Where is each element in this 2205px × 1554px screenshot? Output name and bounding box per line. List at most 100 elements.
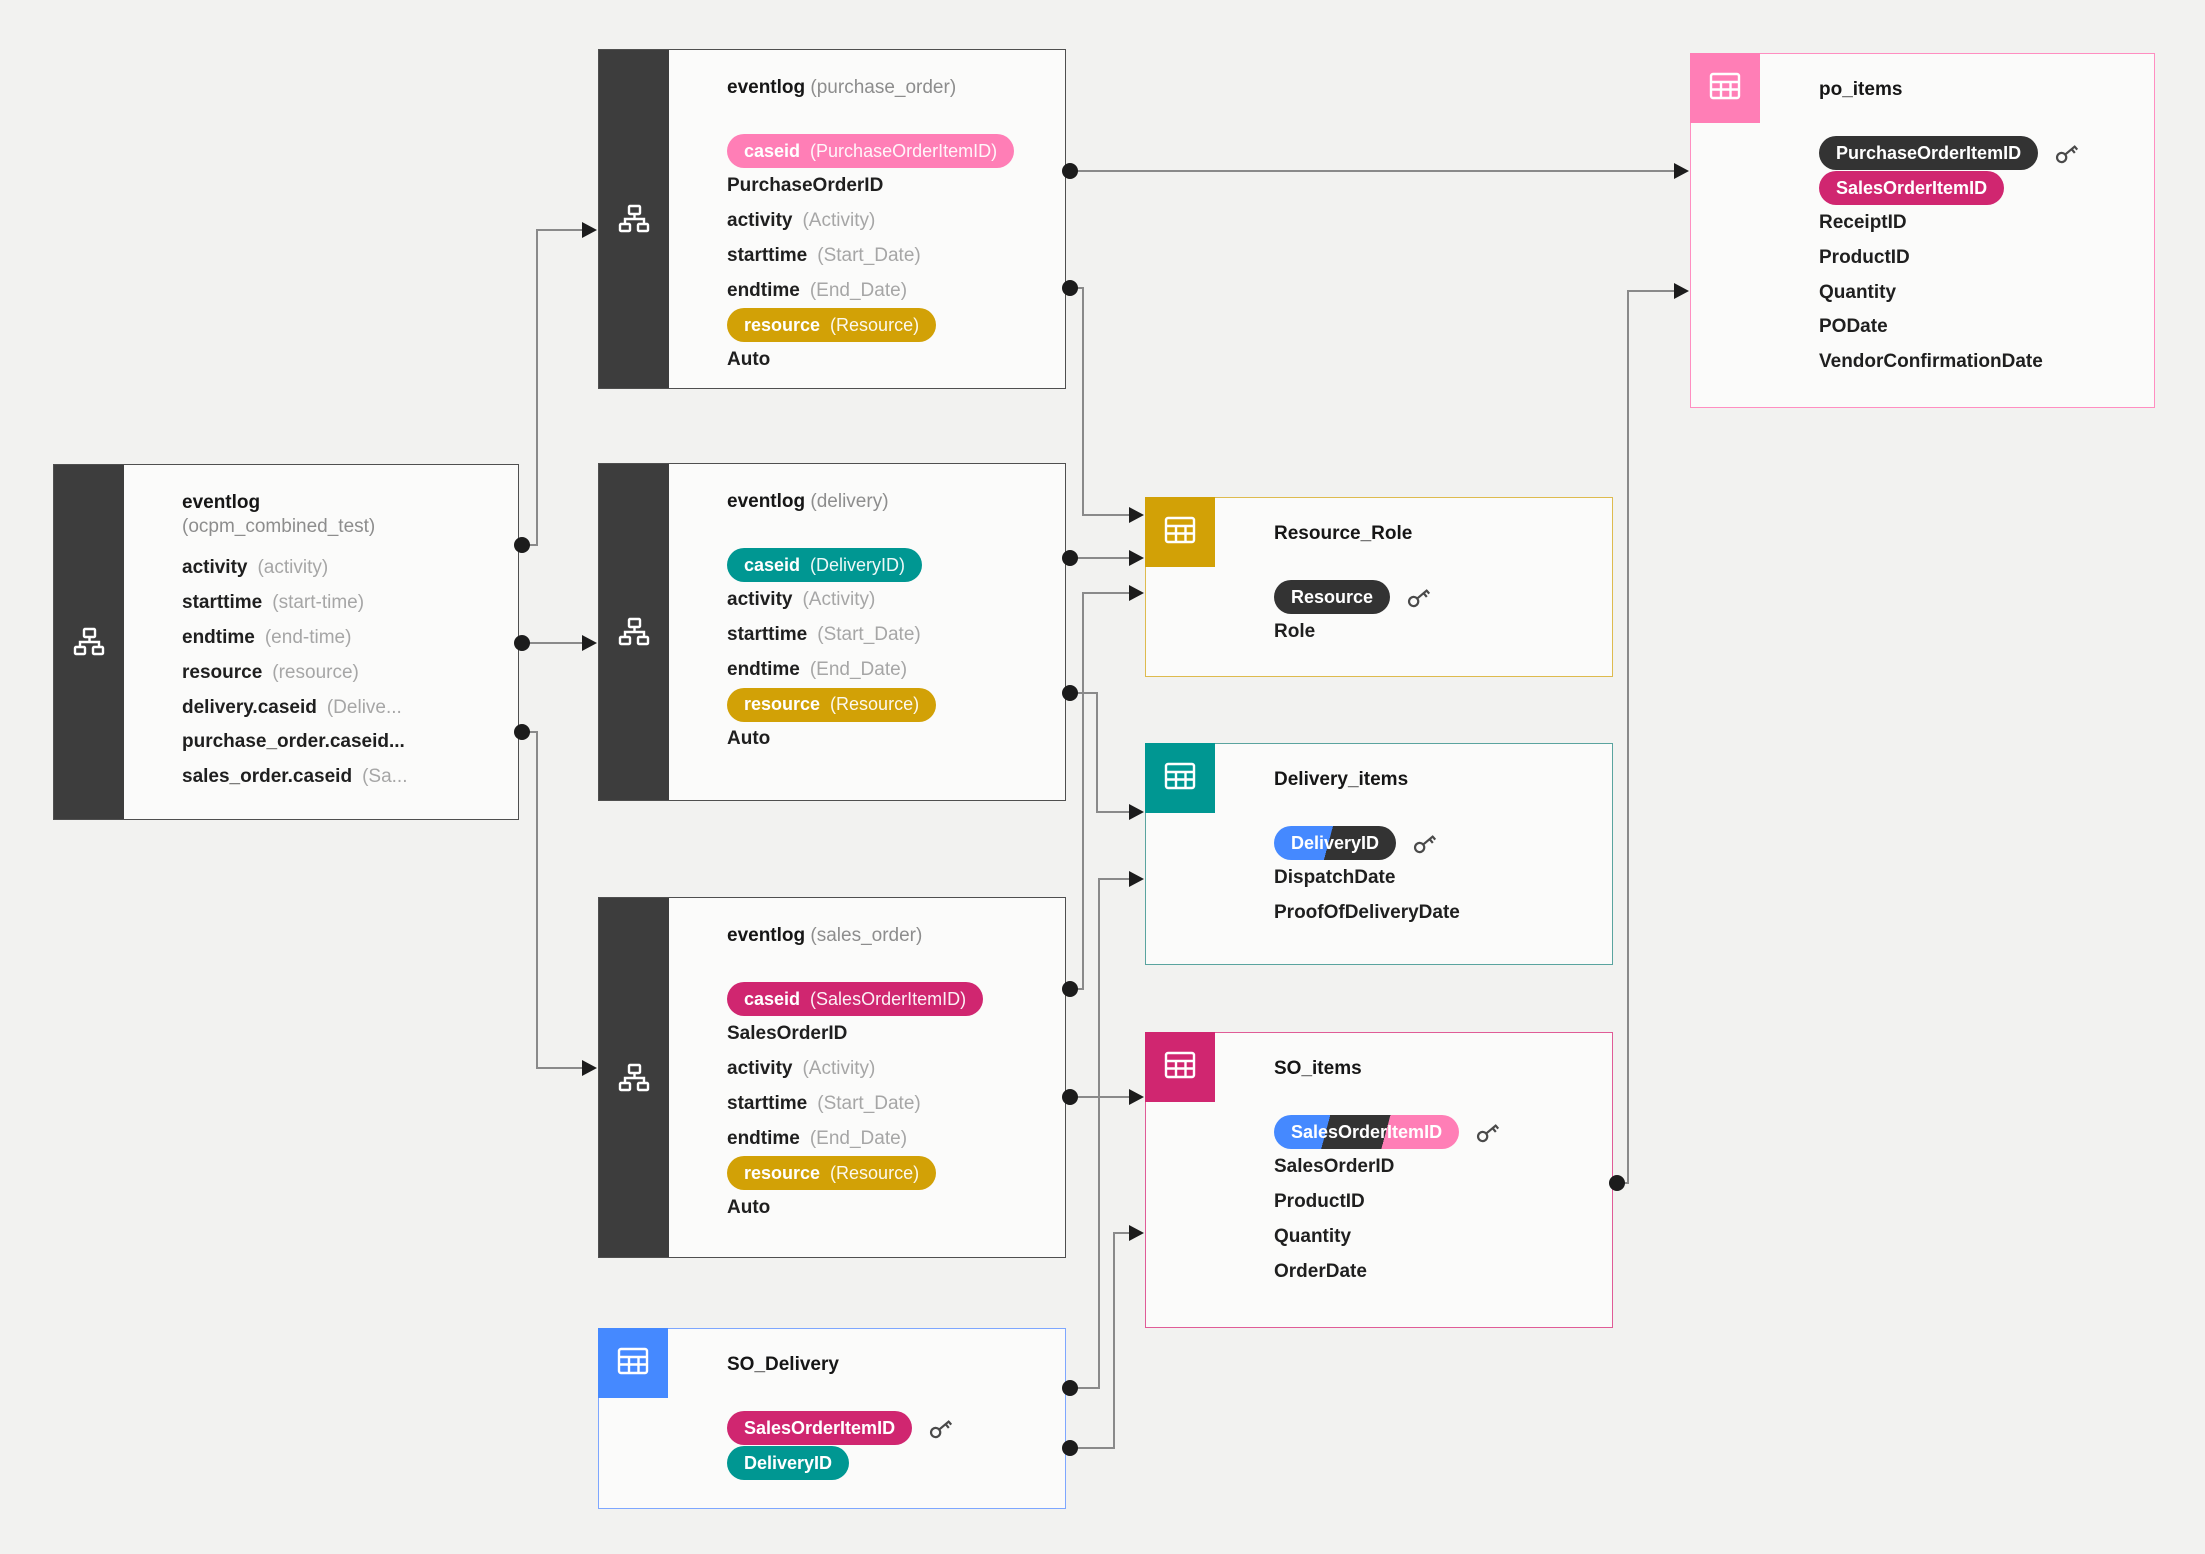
field-row[interactable]: caseid(DeliveryID) [727, 548, 1047, 583]
field-label: Quantity [1819, 281, 1897, 303]
pill-label: caseid [744, 140, 801, 161]
field-row[interactable]: endtime(End_Date) [727, 273, 1047, 308]
field-label: endtime [727, 1127, 800, 1149]
field-pill: SalesOrderItemID [1274, 1115, 1460, 1150]
field-row[interactable]: Quantity [1274, 1219, 1594, 1254]
field-suffix: (Delive... [326, 696, 402, 718]
field-row[interactable]: Auto [727, 722, 1047, 757]
field-label: starttime [727, 1092, 808, 1114]
field-row[interactable]: DispatchDate [1274, 861, 1594, 896]
field-row[interactable]: endtime(end-time) [182, 621, 500, 656]
field-row[interactable]: activity(activity) [182, 551, 500, 586]
field-row[interactable]: endtime(End_Date) [727, 1121, 1047, 1156]
field-row[interactable]: resource(Resource) [727, 1156, 1047, 1191]
field-suffix: (resource) [272, 661, 359, 683]
field-row[interactable]: resource(Resource) [727, 308, 1047, 343]
field-pill: Resource [1274, 580, 1391, 615]
pill-label: SalesOrderItemID [1291, 1121, 1443, 1142]
node-title: SO_items [1274, 1058, 1362, 1079]
node-po-items[interactable]: po_items PurchaseOrderItemID SalesOrderI… [1690, 53, 2155, 408]
field-row[interactable]: ProductID [1274, 1185, 1594, 1220]
field-row[interactable]: SalesOrderItemID [727, 1411, 1047, 1446]
table-icon [1145, 497, 1215, 567]
field-label: starttime [182, 592, 263, 614]
field-label: Auto [727, 349, 771, 371]
pill-label: Resource [1291, 586, 1374, 607]
field-label: Auto [727, 728, 771, 750]
pill-label: PurchaseOrderItemID [1836, 142, 2022, 163]
field-suffix: (activity) [257, 557, 329, 579]
node-title: Resource_Role [1274, 523, 1413, 544]
field-pill: caseid(DeliveryID) [727, 548, 923, 583]
field-row[interactable]: Quantity [1819, 275, 2136, 310]
field-pill: SalesOrderItemID [727, 1411, 913, 1446]
field-label: PODate [1819, 316, 1888, 338]
field-suffix: (End_Date) [809, 658, 908, 680]
field-row[interactable]: DeliveryID [1274, 826, 1594, 861]
field-suffix: (Activity) [802, 209, 876, 231]
node-resource-role[interactable]: Resource_Role Resource Role [1145, 497, 1613, 677]
eventlog-sidebar [599, 898, 669, 1257]
key-icon [926, 1413, 956, 1443]
field-row[interactable]: delivery.caseid (Delive... [182, 690, 500, 725]
field-row[interactable]: resource(Resource) [727, 687, 1047, 722]
field-suffix: (Start_Date) [817, 244, 921, 266]
table-icon [598, 1328, 668, 1398]
field-row[interactable]: starttime(Start_Date) [727, 1086, 1047, 1121]
field-row[interactable]: ProductID [1819, 240, 2136, 275]
field-row[interactable]: SalesOrderID [727, 1017, 1047, 1052]
field-label: Auto [727, 1197, 771, 1219]
pill-label: caseid [744, 554, 801, 575]
field-label: delivery.caseid [182, 696, 317, 718]
node-eventlog-ocpm-combined-test[interactable]: eventlog (ocpm_combined_test) activity(a… [53, 464, 519, 820]
field-list: caseid(PurchaseOrderItemID)PurchaseOrder… [727, 134, 1047, 378]
node-eventlog-sales-order[interactable]: eventlog (sales_order) caseid(SalesOrder… [598, 897, 1066, 1258]
field-row[interactable]: DeliveryID [727, 1446, 1047, 1481]
field-row[interactable]: OrderDate [1274, 1254, 1594, 1289]
field-row[interactable]: activity(Activity) [727, 1052, 1047, 1087]
field-row[interactable]: PurchaseOrderID [727, 169, 1047, 204]
field-label: starttime [727, 623, 808, 645]
node-so-delivery[interactable]: SO_Delivery SalesOrderItemID DeliveryID [598, 1328, 1066, 1509]
field-pill: resource(Resource) [727, 308, 937, 343]
field-row[interactable]: SalesOrderID [1274, 1150, 1594, 1185]
field-label: endtime [182, 626, 255, 648]
field-row[interactable]: PODate [1819, 310, 2136, 345]
pill-label: caseid [744, 988, 801, 1009]
field-row[interactable]: Role [1274, 615, 1594, 650]
field-row[interactable]: Resource [1274, 580, 1594, 615]
field-row[interactable]: starttime(Start_Date) [727, 238, 1047, 273]
field-row[interactable]: activity(Activity) [727, 204, 1047, 239]
field-row[interactable]: starttime(Start_Date) [727, 618, 1047, 653]
eventlog-sidebar [599, 50, 669, 388]
field-row[interactable]: caseid(PurchaseOrderItemID) [727, 134, 1047, 169]
field-label: activity [727, 589, 793, 611]
field-row[interactable]: ProofOfDeliveryDate [1274, 896, 1594, 931]
field-row[interactable]: SalesOrderItemID [1819, 171, 2136, 206]
field-pill: resource(Resource) [727, 1156, 937, 1191]
field-row[interactable]: caseid(SalesOrderItemID) [727, 982, 1047, 1017]
field-list: PurchaseOrderItemID SalesOrderItemID Rece… [1819, 136, 2136, 380]
field-suffix: (Sa... [362, 766, 408, 788]
field-row[interactable]: resource(resource) [182, 655, 500, 690]
field-row[interactable]: starttime(start-time) [182, 586, 500, 621]
field-row[interactable]: ReceiptID [1819, 206, 2136, 241]
field-row[interactable]: Auto [727, 1191, 1047, 1226]
field-row[interactable]: endtime(End_Date) [727, 652, 1047, 687]
field-row[interactable]: activity(Activity) [727, 583, 1047, 618]
field-suffix: (End_Date) [809, 279, 908, 301]
field-row[interactable]: purchase_order.caseid... [182, 725, 500, 760]
field-row[interactable]: Auto [727, 343, 1047, 378]
field-row[interactable]: VendorConfirmationDate [1819, 345, 2136, 380]
node-eventlog-delivery[interactable]: eventlog (delivery) caseid(DeliveryID)ac… [598, 463, 1066, 801]
pill-suffix: (Resource) [830, 694, 920, 715]
field-row[interactable]: sales_order.caseid(Sa... [182, 760, 500, 795]
field-row[interactable]: SalesOrderItemID [1274, 1115, 1594, 1150]
node-eventlog-purchase-order[interactable]: eventlog (purchase_order) caseid(Purchas… [598, 49, 1066, 389]
field-row[interactable]: PurchaseOrderItemID [1819, 136, 2136, 171]
pill-label: SalesOrderItemID [1836, 177, 1988, 198]
